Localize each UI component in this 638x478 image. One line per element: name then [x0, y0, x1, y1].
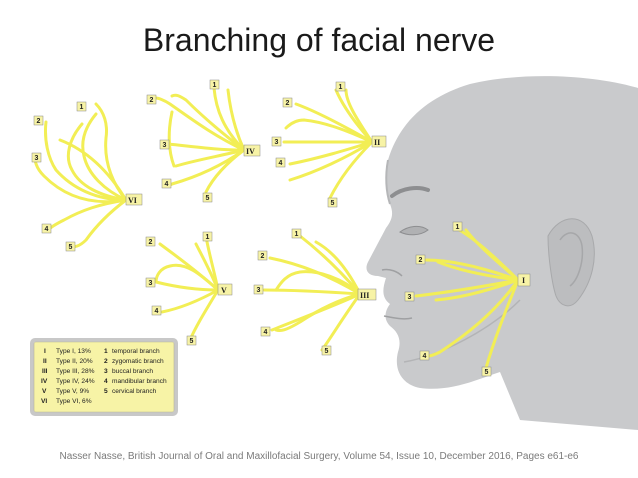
citation: Nasser Nasse, British Journal of Oral an…: [59, 451, 579, 462]
label-iii-2: 2: [261, 253, 265, 260]
labels-type-iv: 1 2 3 4 5 IV: [146, 79, 261, 203]
legend-branch-num: 2: [104, 358, 108, 365]
legend-type-roman: II: [43, 358, 47, 365]
legend-type-text: Type VI, 6%: [56, 398, 92, 405]
label-v-3: 3: [149, 280, 153, 287]
label-i-3: 3: [408, 294, 412, 301]
legend-box: I Type I, 13% II Type II, 20% III Type I…: [30, 338, 178, 416]
label-iii-5: 5: [325, 348, 329, 355]
legend-type-text: Type III, 28%: [56, 368, 95, 375]
label-iv-2: 2: [150, 97, 154, 104]
legend-branch-num: 4: [104, 378, 108, 385]
diagram-type-iii: [262, 234, 362, 352]
legend-type-text: Type II, 20%: [56, 358, 93, 365]
label-i-1: 1: [456, 224, 460, 231]
label-ii-1: 1: [339, 84, 343, 91]
labels-type-iii: 1 2 3 4 5 III: [253, 228, 377, 356]
face-silhouette: [366, 76, 638, 430]
label-vi-1: 1: [80, 104, 84, 111]
label-v-1: 1: [206, 234, 210, 241]
label-vi-2: 2: [37, 118, 41, 125]
legend-type-roman: VI: [41, 398, 47, 405]
label-iv-3: 3: [163, 142, 167, 149]
label-i-4: 4: [423, 353, 427, 360]
legend-type-roman: III: [42, 368, 48, 375]
legend-type-roman: IV: [41, 378, 48, 385]
roman-v: V: [221, 286, 227, 295]
diagram-type-v: [154, 234, 220, 342]
labels-type-i: 1 2 3 4 5 I: [404, 221, 531, 377]
label-iii-4: 4: [264, 329, 268, 336]
labels-type-ii: 1 2 3 4 5 II: [271, 81, 387, 208]
legend-branch-text: buccal branch: [112, 368, 153, 375]
label-i-2: 2: [419, 257, 423, 264]
legend-branch-num: 1: [104, 348, 108, 355]
legend-branch-text: cervical branch: [112, 388, 157, 395]
label-vi-5: 5: [69, 244, 73, 251]
roman-vi: VI: [128, 196, 137, 205]
legend-branch-text: mandibular branch: [112, 378, 167, 385]
label-ii-2: 2: [286, 100, 290, 107]
roman-i: I: [522, 276, 525, 285]
label-ii-3: 3: [275, 139, 279, 146]
legend-type-roman: V: [42, 388, 47, 395]
label-iii-3: 3: [257, 287, 261, 294]
label-iv-5: 5: [206, 195, 210, 202]
label-ii-4: 4: [279, 160, 283, 167]
diagram-type-iv: [154, 86, 246, 194]
legend-branch-text: temporal branch: [112, 348, 160, 355]
label-ii-5: 5: [331, 200, 335, 207]
legend-branch-num: 3: [104, 368, 108, 375]
slide-title: Branching of facial nerve: [142, 22, 496, 58]
label-iv-1: 1: [213, 82, 217, 89]
legend-type-text: Type IV, 24%: [56, 378, 95, 385]
label-v-4: 4: [155, 308, 159, 315]
labels-type-v: 1 2 3 4 5 V: [145, 231, 233, 346]
legend-branch-text: zygomatic branch: [112, 358, 164, 365]
labels-type-vi: 1 2 3 4 5 VI: [31, 101, 143, 252]
legend-type-text: Type V, 9%: [56, 388, 89, 395]
label-i-5: 5: [485, 369, 489, 376]
label-vi-4: 4: [45, 226, 49, 233]
legend-type-roman: I: [44, 348, 46, 355]
label-v-2: 2: [149, 239, 153, 246]
diagram-type-ii: [282, 88, 374, 200]
legend-branch-num: 5: [104, 388, 108, 395]
roman-iii: III: [360, 291, 369, 300]
legend-type-text: Type I, 13%: [56, 348, 91, 355]
label-v-5: 5: [190, 338, 194, 345]
label-iii-1: 1: [295, 231, 299, 238]
roman-iv: IV: [246, 147, 255, 156]
roman-ii: II: [374, 138, 380, 147]
label-iv-4: 4: [165, 181, 169, 188]
label-vi-3: 3: [35, 155, 39, 162]
